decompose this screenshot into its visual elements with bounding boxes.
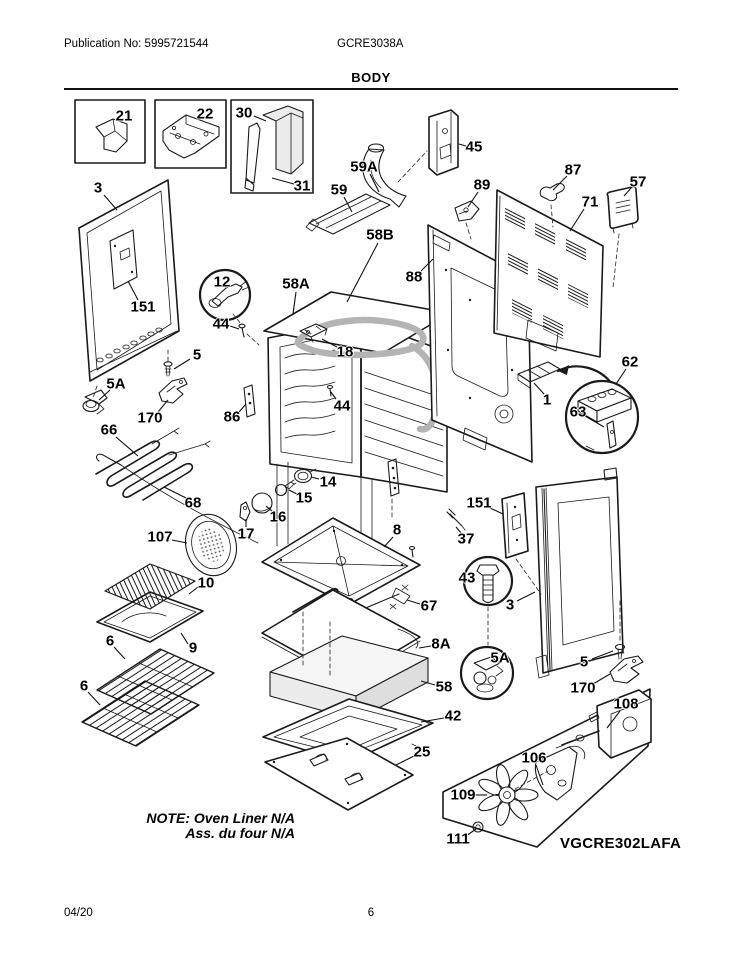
leader-line	[113, 646, 126, 660]
leader-line	[238, 403, 247, 413]
leader-line	[346, 242, 379, 303]
oven-racks	[81, 648, 215, 747]
leader-line	[584, 415, 605, 428]
section-title: BODY	[351, 70, 391, 85]
fan-kit-assembly-code: VGCRE302LAFA	[560, 835, 682, 852]
leader-line	[533, 382, 545, 395]
page-number: 6	[367, 907, 375, 919]
note-line-1: NOTE: Oven Liner N/A	[146, 810, 295, 826]
leader-line	[615, 368, 627, 385]
leader-line	[489, 507, 504, 515]
leader-line	[115, 436, 139, 457]
header-rule	[64, 88, 678, 90]
leader-line	[180, 632, 189, 645]
leader-line	[606, 710, 621, 729]
oven-liner-note: NOTE: Oven Liner N/A Ass. du four N/A	[118, 811, 295, 841]
leader-line	[458, 143, 467, 147]
leader-line	[98, 389, 111, 401]
leader-line	[623, 186, 633, 197]
leader-line	[343, 196, 353, 213]
leader-line	[467, 191, 479, 208]
terminal-block-detail	[517, 361, 640, 455]
leader-line	[229, 325, 240, 330]
leader-line	[383, 536, 394, 548]
leader-line	[253, 115, 267, 122]
convection-fan-cover	[185, 513, 237, 577]
leader-line	[265, 505, 273, 512]
oven-lamp-parts	[239, 468, 317, 522]
leader-line	[103, 194, 118, 211]
left-side-panel	[78, 179, 180, 382]
cavity-top-panel	[263, 291, 451, 433]
cavity-brackets-86	[243, 384, 400, 497]
detail-box-22	[154, 99, 227, 169]
outer-rear-panel	[493, 183, 639, 358]
leader-line	[127, 280, 139, 301]
broil-element	[95, 427, 259, 544]
leader-line	[188, 586, 199, 595]
left-leg-and-hardware	[82, 361, 188, 415]
detail-box-30-31	[230, 99, 314, 194]
leader-line	[310, 476, 320, 480]
leader-line	[420, 680, 436, 686]
leader-line	[157, 399, 169, 413]
leader-line	[163, 486, 187, 499]
leader-line	[465, 828, 477, 837]
leader-line	[330, 391, 337, 400]
leader-line	[420, 717, 445, 723]
revision-date: 04/20	[64, 907, 93, 919]
oven-bottom-stack	[261, 517, 434, 811]
detail-box-21	[74, 99, 146, 164]
leader-line	[552, 175, 568, 191]
leader-line	[592, 673, 611, 685]
leader-line	[516, 591, 536, 602]
leader-line	[406, 599, 421, 605]
leader-line	[171, 539, 188, 544]
leader-line	[455, 526, 462, 534]
publication-number: Publication No: 5995721544	[64, 38, 209, 50]
convection-fan-kit	[442, 688, 652, 848]
leader-line	[271, 177, 295, 185]
leader-line	[418, 645, 432, 649]
broiler-pan-set	[96, 563, 204, 643]
leader-line	[87, 691, 101, 706]
leader-line	[292, 291, 297, 315]
leader-line	[173, 358, 191, 370]
leader-line	[535, 764, 544, 786]
note-line-2: Ass. du four N/A	[185, 825, 295, 841]
leader-line	[591, 650, 614, 660]
assembly-guide-lines	[92, 150, 621, 790]
leader-line	[288, 489, 298, 495]
leader-line	[395, 755, 415, 766]
right-side-parts	[446, 467, 644, 701]
leader-line	[369, 173, 380, 193]
leader-line	[569, 208, 585, 232]
model-number: GCRE3038A	[337, 38, 404, 50]
leader-line	[420, 258, 434, 272]
leader-line	[321, 338, 338, 348]
detail-circle-12	[198, 268, 252, 338]
